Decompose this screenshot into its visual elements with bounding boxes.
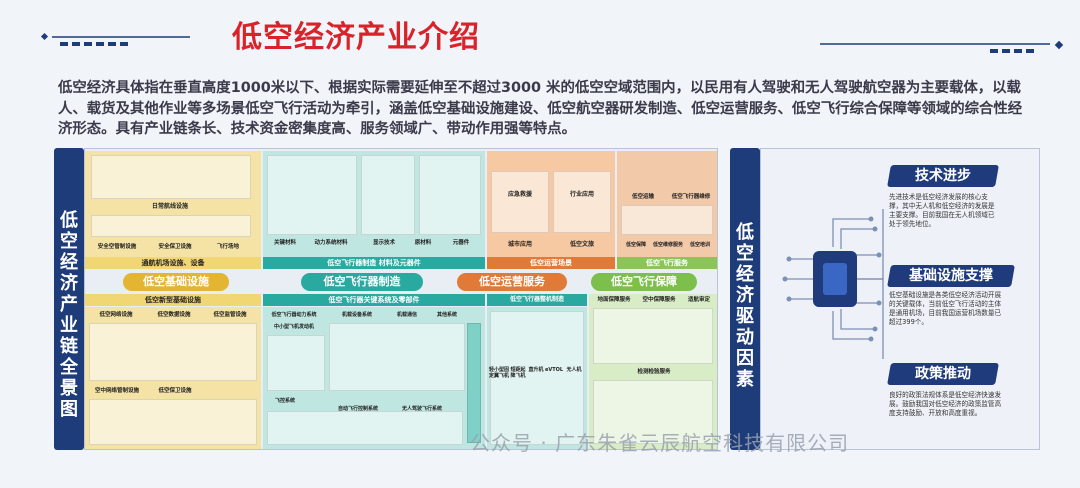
vehicle-grid (490, 311, 584, 445)
infra-lower-grid (89, 399, 257, 445)
infra-lower-label: 低空保卫设施 (158, 388, 192, 394)
mfg-top-bar: 低空飞行器制造 材料及元器件 (263, 257, 485, 269)
infra-lower-label: 低空数据设施 (157, 312, 191, 318)
infra-lower-label: 空中网络管制设施 (94, 388, 139, 394)
support-cell-label: 低空运输 (631, 194, 654, 200)
support-cell-label: 低空培训 (689, 242, 710, 248)
mfg-lower-label: 低空飞行器动力系统 (271, 312, 317, 318)
factor-text: 良好的政策法规体系是低空经济快速发展。鼓励我国对低空经济的政策监管高度支持鼓励、… (889, 391, 1002, 417)
infra-lower-grid (89, 323, 257, 381)
industry-chain-label-text: 低空经济产业链全景图 (60, 210, 78, 420)
infra-lower-label: 低空监管设施 (213, 312, 247, 318)
infra-top-bar: 通航机场设施、设备 (85, 257, 261, 269)
mfg-lower-grid (329, 323, 465, 391)
mfg-cell-grid (267, 155, 357, 235)
infra-cell-grid (91, 215, 251, 237)
section-pill-support: 低空飞行保障 (591, 273, 697, 291)
infra-cell-label: 安全保卫设施 (158, 244, 192, 250)
factor-title: 基础设施支撑 (909, 268, 993, 284)
op-upper-block: 应急救援 行业应用 城市应用 低空文旅 (487, 151, 615, 257)
support-lower-grid (593, 308, 713, 364)
mfg-lower-label: 机载通信 (396, 312, 417, 318)
support-lower-header: 适航审定 (687, 297, 710, 303)
vehicle-header: 低空飞行器整机制造 (487, 294, 587, 306)
mfg-cell-label: 原材料 (414, 240, 432, 246)
mfg-cell-grid (361, 155, 415, 235)
infra-upper-block: 日常航线设施 安全空管制设施 安全保卫设施 飞行场地 (85, 151, 261, 257)
vehicle-label: 轻小型固定翼飞机 (489, 367, 510, 379)
infra-cell-label: 飞行场地 (216, 244, 239, 250)
section-pill-infra: 低空基础设施 (123, 273, 229, 291)
mfg-cell-label: 元器件 (452, 240, 470, 246)
support-cell-grid (621, 205, 713, 235)
support-cell-label: 低空飞行器维修 (671, 194, 711, 200)
support-lower-header: 地面保障服务 (597, 297, 631, 303)
factor-badge-infra: 基础设施支撑 (887, 265, 1015, 287)
vehicle-label: eVTOL (544, 367, 564, 373)
mfg-lower-label: 自动飞行控制系统 (337, 406, 378, 412)
header-decoration-right (820, 40, 1064, 53)
intro-paragraph: 低空经济具体指在垂直高度1000米以下、根据实际需要延伸至不超过3000 米的低… (58, 80, 1023, 137)
header-decoration-left (40, 32, 190, 46)
driving-factors-panel: 技术进步 先进技术是低空经济发展的核心支撑，其中无人机和低空经济的发展是主要支撑… (760, 148, 1040, 450)
op-cell-grid (491, 171, 549, 233)
chip-icon (782, 209, 884, 359)
mfg-lower-grid (467, 323, 481, 443)
op-cell-label: 城市应用 (507, 241, 532, 248)
support-lower-header: 检测检验服务 (637, 369, 671, 375)
mfg-lower-block: 低空飞行器动力系统 机载设备系统 机载通信 其他系统 中小型飞机发动机 飞控系统… (263, 307, 485, 449)
mfg-cell-grid (419, 155, 481, 235)
support-lower-header: 空中保障服务 (642, 297, 676, 303)
factor-badge-policy: 政策推动 (887, 363, 999, 385)
watermark: 公众号 · 广东朱雀云辰航空科技有限公司 (470, 431, 850, 455)
mfg-lower-grid (267, 335, 325, 391)
mfg-cell-label: 关键材料 (273, 240, 296, 246)
mfg-lower-label: 其他系统 (436, 312, 457, 318)
mfg-lower-label: 飞控系统 (274, 398, 295, 404)
section-pill-mfg: 低空飞行器制造 (301, 273, 423, 291)
support-lower-block: 地面保障服务 空中保障服务 适航审定 检测检验服务 (589, 294, 717, 449)
factor-text: 先进技术是低空经济发展的核心支撑，其中无人机和低空经济的发展是主要支撑。目前我国… (889, 193, 995, 228)
mfg-lower-label: 机载设备系统 (341, 312, 372, 318)
infra-cell-grid (91, 155, 251, 199)
support-cell-label: 低空保障 (625, 242, 646, 248)
infra-lower-label: 低空网络设施 (99, 312, 133, 318)
support-upper-block: 低空运输 低空飞行器维修 低空保障 低空维修服务 低空培训 (617, 151, 717, 257)
vehicle-label: 直升机 (528, 367, 544, 373)
op-top-bar: 低空运营场景 (487, 257, 615, 269)
op-cell-label: 低空文旅 (569, 241, 594, 248)
factor-title: 政策推动 (915, 366, 971, 382)
factor-badge-tech: 技术进步 (887, 165, 999, 187)
industry-chain-label: 低空经济产业链全景图 (54, 148, 84, 450)
mfg-lower-grid (267, 411, 463, 445)
vehicle-label: 无人机 (566, 367, 582, 373)
factor-text: 低空基础设施是各类低空经济活动开展的关键载体，当前低空飞行活动的主体是通用机场，… (889, 291, 1002, 326)
driving-factors-label-text: 低空经济驱动因素 (736, 222, 754, 390)
op-cell-label: 行业应用 (569, 191, 594, 198)
support-lower-grid (593, 380, 713, 444)
mfg-cell-label: 显示技术 (372, 240, 395, 246)
support-top-bar: 低空飞行服务 (617, 257, 717, 269)
support-cell-label: 低空维修服务 (652, 242, 683, 248)
vehicle-block: 轻小型固定翼飞机 短距起降飞机 直升机 eVTOL 无人机 (487, 307, 587, 449)
op-cell-grid (553, 171, 611, 233)
mfg-lower-label: 无人驾驶飞行系统 (401, 406, 442, 412)
page-title: 低空经济产业介绍 (232, 20, 480, 55)
infra-cell-label: 日常航线设施 (151, 203, 188, 210)
infra-bottom-header: 低空新型基础设施 (85, 294, 261, 306)
mfg-bottom-header: 低空飞行器关键系统及零部件 (263, 294, 485, 306)
industry-chain-diagram: 日常航线设施 安全空管制设施 安全保卫设施 飞行场地 关键材料 动力系统材料 显… (84, 148, 718, 450)
infra-cell-label: 安全空管制设施 (97, 244, 137, 250)
section-pill-op: 低空运营服务 (457, 273, 567, 291)
vehicle-label: 短距起降飞机 (510, 367, 526, 379)
infra-lower-block: 低空网络设施 低空数据设施 低空监管设施 空中网络管制设施 低空保卫设施 (85, 307, 261, 449)
mfg-upper-block: 关键材料 动力系统材料 显示技术 原材料 元器件 (263, 151, 485, 257)
op-cell-label: 应急救援 (507, 191, 532, 198)
mfg-cell-label: 动力系统材料 (314, 240, 348, 246)
factor-title: 技术进步 (915, 168, 971, 184)
driving-factors-label: 低空经济驱动因素 (730, 148, 760, 450)
mfg-lower-label: 中小型飞机发动机 (273, 324, 314, 330)
